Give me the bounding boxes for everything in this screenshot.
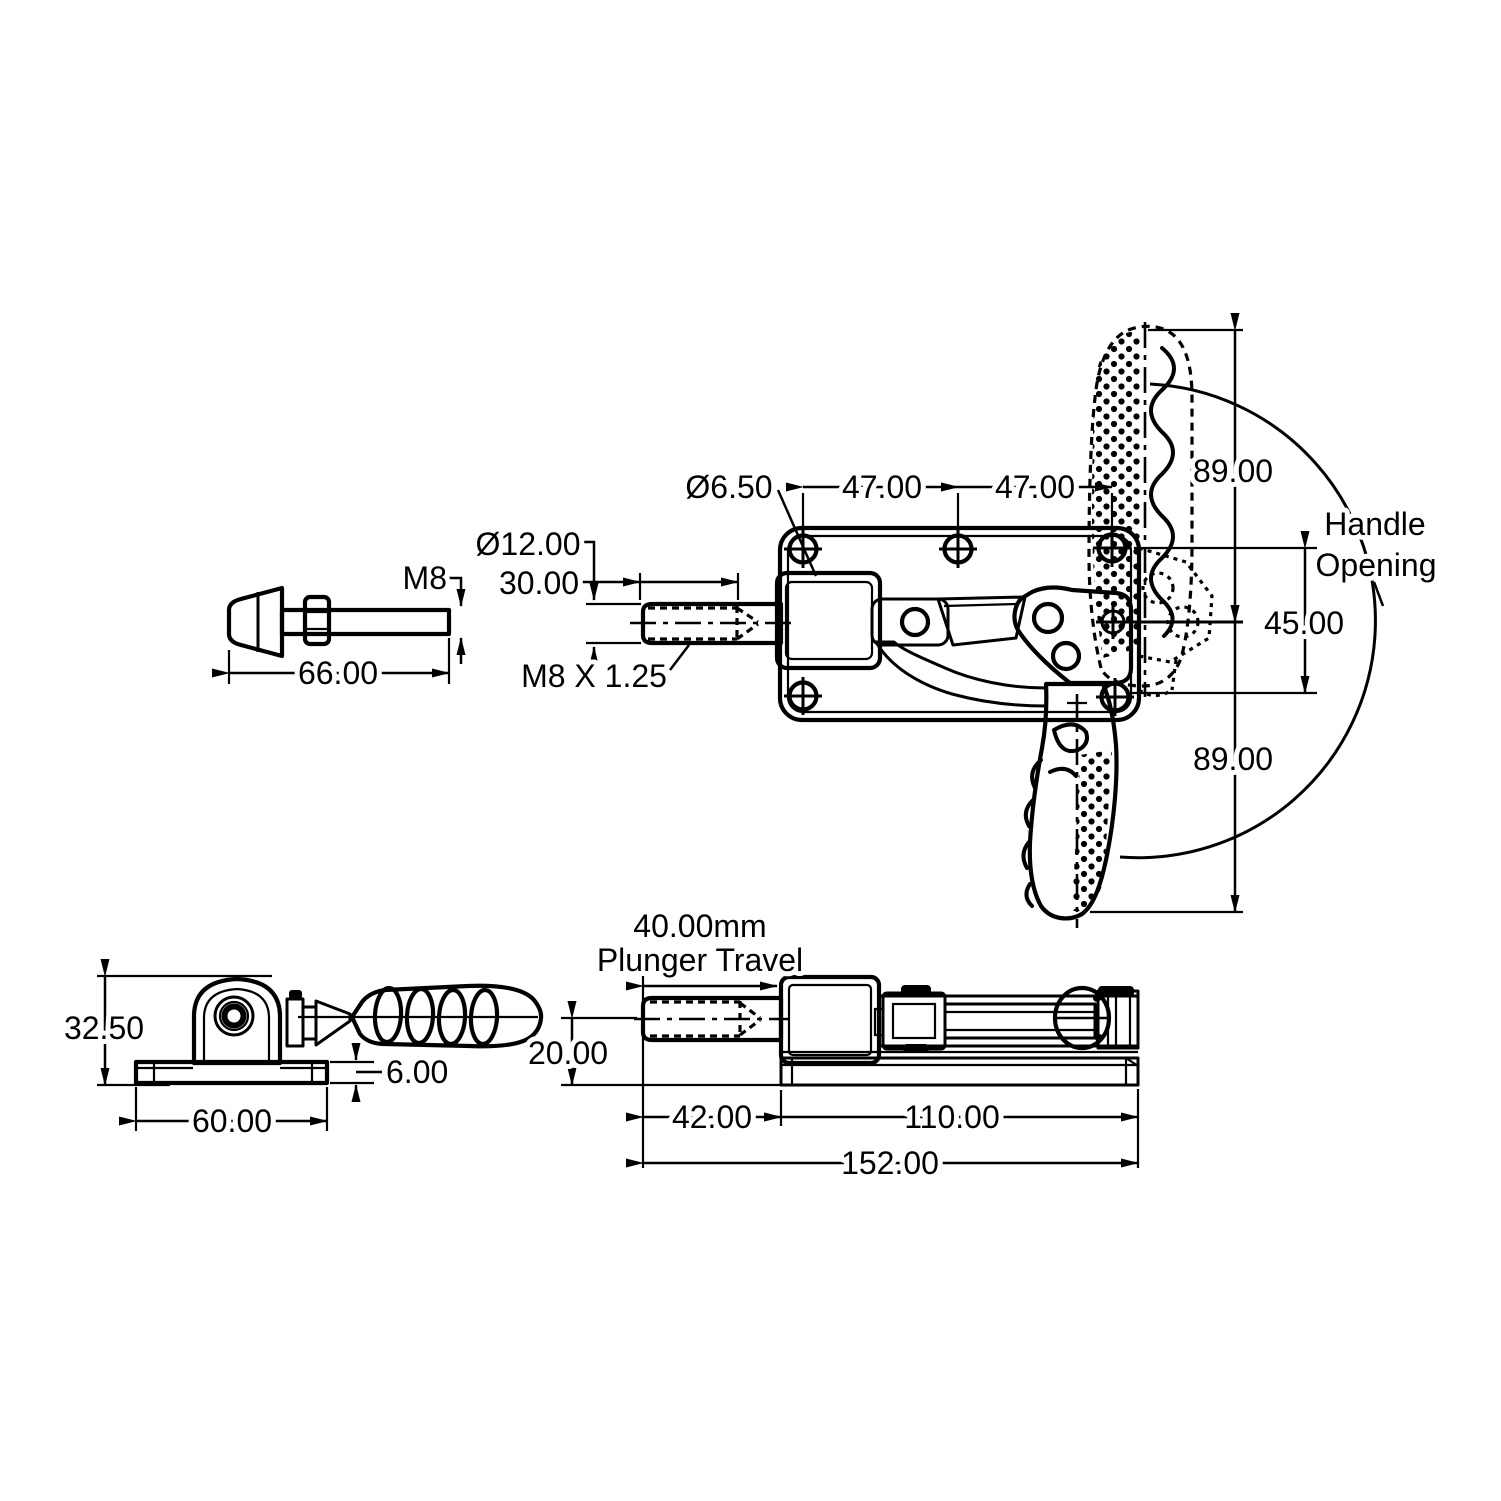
spindle-thread-label: M8 [403, 560, 447, 596]
plunger-travel-caption: Plunger Travel [597, 942, 803, 978]
handle-opening-arc [1119, 382, 1377, 860]
base-thickness-dim: 6.00 [386, 1054, 448, 1090]
plunger-length-dim: 42.00 [672, 1099, 752, 1135]
main-view: Ø6.50 47.00 47.00 Ø12.00 30.00 M8 X 1.25… [471, 313, 1441, 928]
end-view: 32.50 60.00 6.00 [59, 959, 544, 1144]
side-view: 40.00mm Plunger Travel 20.00 42.00 110.0… [523, 903, 1140, 1186]
handle-opening-label-1: Handle [1324, 506, 1425, 542]
body-length-dim: 110.00 [904, 1099, 1000, 1135]
spindle-view: M8 66.00 [212, 555, 466, 696]
axis-height-dim: 20.00 [528, 1035, 608, 1071]
hole-dia-dim: Ø6.50 [685, 469, 772, 505]
handle-down [1021, 681, 1119, 928]
hole-pitch-right-dim: 47.00 [995, 469, 1075, 505]
plunger-travel-value: 40.00mm [633, 908, 766, 944]
overall-length-dim: 152.00 [841, 1145, 939, 1181]
base-width-dim: 60.00 [192, 1103, 272, 1139]
thread-length-dim: 30.00 [499, 565, 579, 601]
end-height-dim: 32.50 [64, 1010, 144, 1046]
handle-up-length-dim: 89.00 [1193, 453, 1273, 489]
handle-stroke-dim: 45.00 [1264, 605, 1344, 641]
plunger-dia-dim: Ø12.00 [476, 526, 581, 562]
handle-down-length-dim: 89.00 [1193, 741, 1273, 777]
spindle-length-dim: 66.00 [298, 655, 378, 691]
handle-opening-label-2: Opening [1316, 547, 1437, 583]
hole-pitch-left-dim: 47.00 [842, 469, 922, 505]
thread-spec-label: M8 X 1.25 [521, 658, 667, 694]
handle-up-phantom [1087, 322, 1214, 698]
mount-holes [784, 529, 1134, 716]
